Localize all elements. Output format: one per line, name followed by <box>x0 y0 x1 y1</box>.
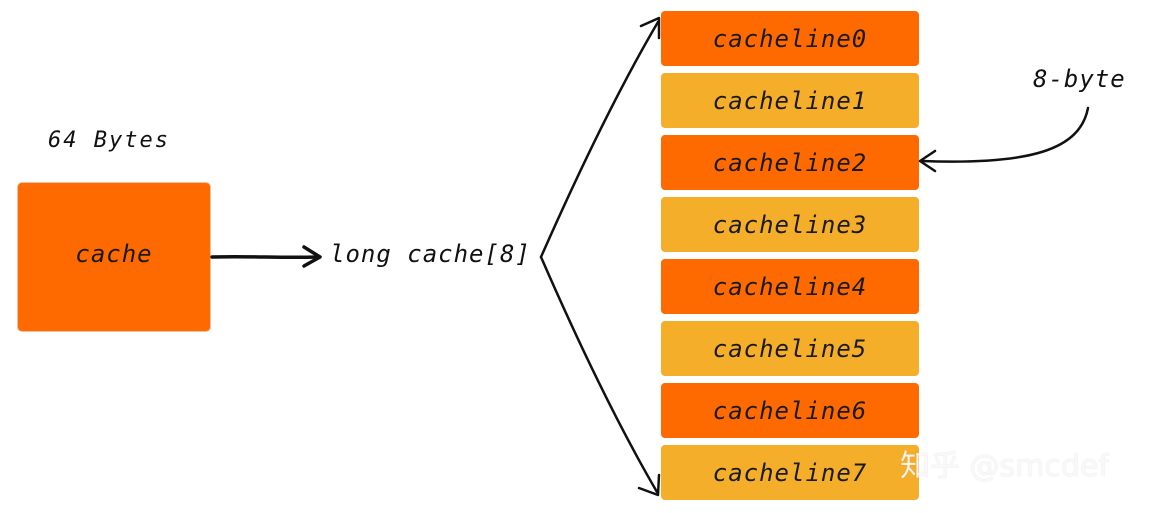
fanout-bottom-arrow <box>539 255 661 497</box>
cacheline-2: cacheline2 <box>661 135 919 190</box>
byte-pointer-arrow <box>918 106 1090 173</box>
watermark: 知乎 @smcdef <box>900 449 1109 484</box>
array-label: long cache[8] <box>330 240 531 268</box>
size-label: 64 Bytes <box>48 128 170 153</box>
cacheline-6: cacheline6 <box>661 383 919 438</box>
cacheline-3: cacheline3 <box>661 197 919 252</box>
fanout-top-arrow <box>539 16 661 259</box>
byte-label: 8-byte <box>1033 65 1126 93</box>
cacheline-7: cacheline7 <box>661 445 919 500</box>
cache-to-array-arrow <box>210 245 322 268</box>
cache-box: cache <box>18 183 210 331</box>
cacheline-4: cacheline4 <box>661 259 919 314</box>
cache-label: cache <box>75 240 153 268</box>
cacheline-1: cacheline1 <box>661 73 919 128</box>
cacheline-5: cacheline5 <box>661 321 919 376</box>
cacheline-0: cacheline0 <box>661 11 919 66</box>
cacheline-stack: cacheline0 cacheline1 cacheline2 cacheline3… <box>661 11 919 507</box>
